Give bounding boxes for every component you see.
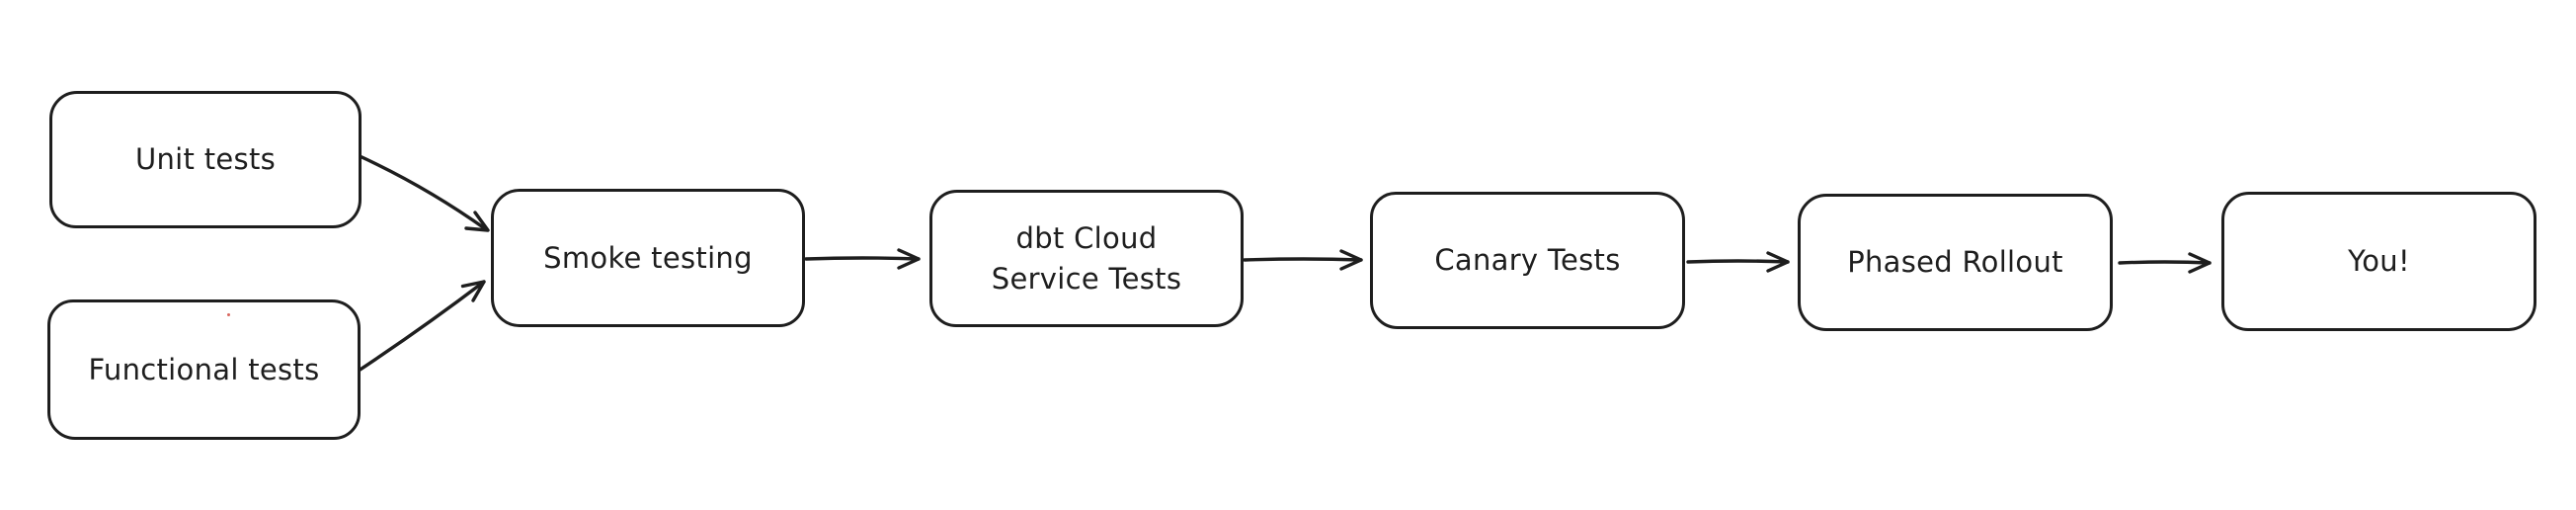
node-dbt-cloud-service-tests: dbt Cloud Service Tests — [929, 190, 1244, 327]
node-functional-tests-label: Functional tests — [88, 352, 320, 386]
arrow-smoke-testing-to-dbt-cloud-service-tests — [804, 248, 921, 270]
node-unit-tests: Unit tests — [49, 91, 362, 228]
node-phased-rollout: Phased Rollout — [1798, 194, 2113, 331]
node-smoke-testing-label: Smoke testing — [543, 240, 753, 275]
arrow-unit-tests-to-smoke-testing — [356, 153, 490, 232]
node-phased-rollout-label: Phased Rollout — [1847, 245, 2063, 280]
arrow-canary-tests-to-phased-rollout — [1686, 251, 1790, 273]
node-dbt-cloud-service-tests-label: dbt Cloud Service Tests — [991, 220, 1182, 296]
node-unit-tests-label: Unit tests — [134, 142, 277, 177]
red-speck-artifact — [227, 313, 230, 316]
node-you: You! — [2221, 192, 2536, 331]
node-canary-tests: Canary Tests — [1370, 192, 1685, 329]
arrow-functional-tests-to-smoke-testing — [354, 280, 486, 375]
node-smoke-testing: Smoke testing — [491, 189, 805, 327]
arrow-dbt-cloud-service-tests-to-canary-tests — [1243, 249, 1363, 271]
node-canary-tests-label: Canary Tests — [1434, 243, 1621, 278]
arrow-phased-rollout-to-you — [2118, 252, 2212, 274]
node-functional-tests: Functional tests — [47, 299, 361, 440]
node-you-label: You! — [2348, 244, 2410, 279]
